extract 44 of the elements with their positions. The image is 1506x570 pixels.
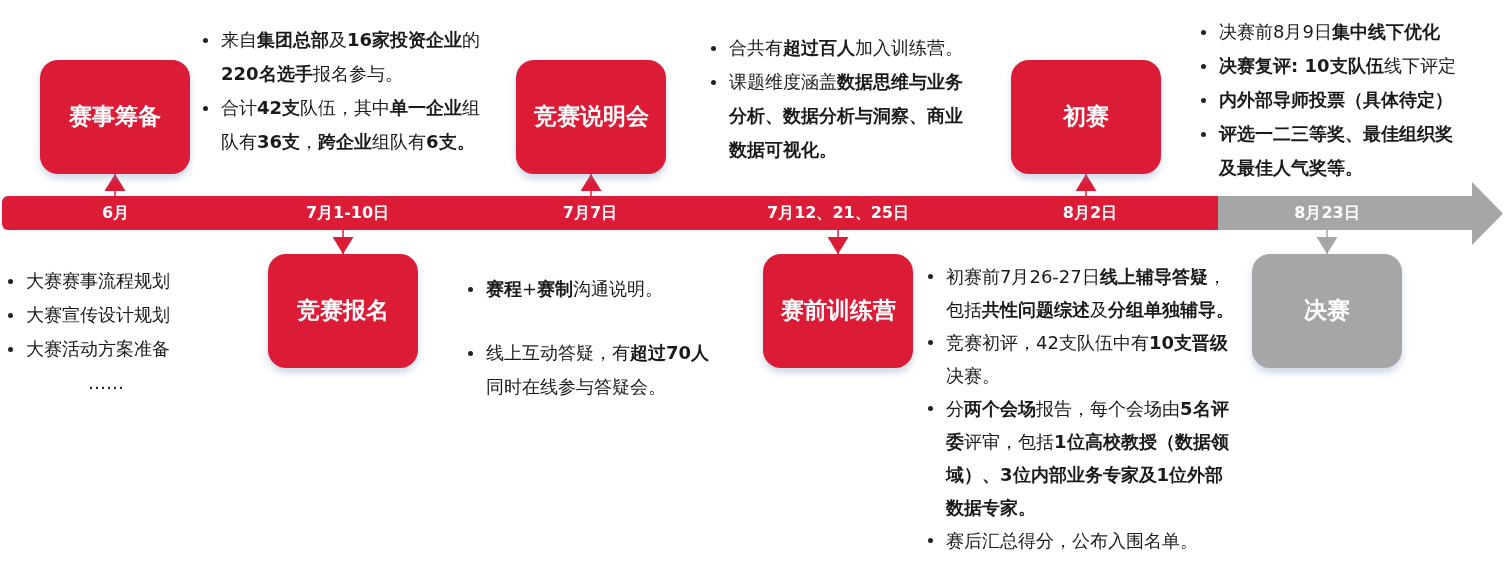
date-label: 7月7日 xyxy=(562,202,618,224)
bullet-text: 线上互动答疑，有超过70人同时在线参与答疑会。 xyxy=(486,341,711,399)
bullet-text: 大赛宣传设计规划 xyxy=(26,303,171,327)
pointer-arrow xyxy=(1075,173,1097,197)
stage-title: 竞赛说明会 xyxy=(533,102,649,132)
timeline-segment xyxy=(2,196,229,230)
bullet-text: 大赛活动方案准备 xyxy=(26,337,171,361)
bullet-text: 来自集团总部及16家投资企业的220名选手报名参与。 xyxy=(221,28,482,86)
bullet-text: 竞赛初评，42支队伍中有10支晋级决赛。 xyxy=(946,331,1229,388)
stage-box xyxy=(1252,254,1402,368)
bullet-text: 课题维度涵盖数据思维与业务分析、数据分析与洞察、商业数据可视化。 xyxy=(729,70,964,162)
stage-box xyxy=(1011,60,1161,174)
stage-box xyxy=(763,254,913,368)
stage-box xyxy=(268,254,418,368)
bullet-text: 赛后汇总得分，公布入围名单。 xyxy=(946,529,1199,553)
stage-title: 赛事筹备 xyxy=(69,102,161,132)
date-label: 8月23日 xyxy=(1294,202,1360,224)
pointer-arrow xyxy=(580,173,602,197)
date-label: 6月 xyxy=(101,202,130,224)
pointer-arrow xyxy=(104,173,126,197)
pointer-arrow xyxy=(827,229,849,255)
bullet-text: 赛程+赛制沟通说明。 xyxy=(486,277,665,301)
ellipsis-text: …… xyxy=(88,371,124,395)
bullet-text: 大赛赛事流程规划 xyxy=(26,269,171,293)
pointer-arrow xyxy=(1316,229,1338,255)
bullet-text: 分两个会场报告，每个会场由5名评委评审，包括1位高校教授（数据领域）、3位内部业务专家及1位外部数据专家。 xyxy=(946,397,1230,520)
stage-title: 竞赛报名 xyxy=(297,296,389,326)
date-label: 7月1-10日 xyxy=(305,202,390,224)
bullet-text: 合共有超过百人加入训练营。 xyxy=(729,36,964,60)
bullet-text: 决赛前8月9日集中线下优化 xyxy=(1219,20,1441,44)
bullet-text: 初赛前7月26-27日线上辅导答疑，包括共性问题综述及分组单独辅导。 xyxy=(946,265,1235,322)
stage-box xyxy=(516,60,666,174)
timeline-segment xyxy=(962,196,1218,230)
bullet-text: 评选一二三等奖、最佳组织奖及最佳人气奖等。 xyxy=(1219,122,1454,180)
stage-title: 赛前训练营 xyxy=(780,296,896,326)
stage-title: 初赛 xyxy=(1063,102,1109,132)
pointer-arrow xyxy=(332,229,354,255)
stage-box xyxy=(40,60,190,174)
bullet-text: 内外部导师投票（具体待定） xyxy=(1219,88,1454,112)
bullet-text: 决赛复评: 10支队伍线下评定 xyxy=(1219,54,1457,78)
date-label: 7月12、21、25日 xyxy=(767,202,909,224)
date-label: 8月2日 xyxy=(1062,202,1118,224)
bullet-text: 合计42支队伍，其中单一企业组队有36支，跨企业组队有6支。 xyxy=(221,96,482,154)
stage-title: 决赛 xyxy=(1304,296,1350,326)
